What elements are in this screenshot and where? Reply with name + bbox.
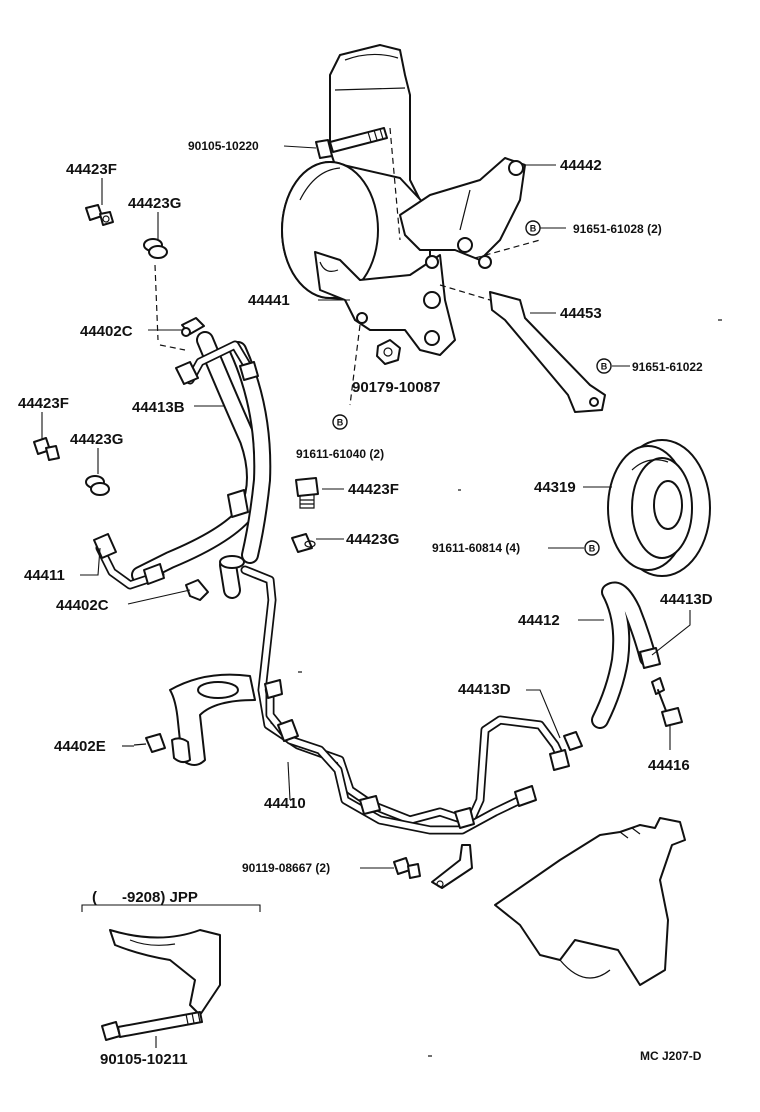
pipe-assembly-44410 bbox=[240, 565, 583, 889]
svg-text:B: B bbox=[530, 224, 537, 234]
label-44423G: 44423G bbox=[128, 195, 181, 212]
label-44423F-2: 44423F bbox=[18, 395, 69, 412]
stay-44453 bbox=[489, 291, 606, 413]
assembly-line bbox=[474, 239, 541, 259]
label-44423F-3: 44423F bbox=[348, 481, 399, 498]
bracket-44441 bbox=[314, 251, 456, 356]
label-44402E: 44402E bbox=[54, 738, 106, 755]
label-44413D: 44413D bbox=[660, 591, 713, 608]
jpp-inset bbox=[81, 904, 261, 1016]
label-44411: 44411 bbox=[24, 567, 65, 584]
label-90105-10220: 90105-10220 bbox=[188, 139, 259, 153]
bolt-90105-10211 bbox=[101, 1011, 203, 1041]
label-44413B: 44413B bbox=[132, 399, 185, 416]
label-90179-10087: 90179-10087 bbox=[352, 379, 440, 396]
short-hose bbox=[219, 555, 245, 599]
label-44441: 44441 bbox=[248, 292, 290, 309]
gasket-44423G-2 bbox=[85, 475, 110, 496]
label-91611-60814: 91611-60814 (4) bbox=[432, 541, 520, 555]
label-44442: 44442 bbox=[560, 157, 602, 174]
assembly-line bbox=[159, 344, 186, 351]
union-bolt-44423F-2 bbox=[33, 437, 60, 461]
label-91651-61022: 91651-61022 bbox=[632, 360, 703, 374]
pressure-hose-44413B bbox=[131, 331, 272, 584]
label-44416: 44416 bbox=[648, 757, 690, 774]
badge-b-icon: B bbox=[584, 540, 600, 556]
gasket-44423G bbox=[143, 238, 168, 259]
svg-text:B: B bbox=[589, 544, 596, 554]
badge-b-icon: B bbox=[332, 414, 348, 430]
union-bolt-44423F-3 bbox=[295, 477, 319, 509]
lower-hose bbox=[169, 673, 256, 766]
bolt-90105-10220 bbox=[315, 127, 388, 159]
steering-gear-housing bbox=[494, 817, 686, 986]
figure-code: MC J207-D bbox=[640, 1049, 702, 1063]
leader-lines bbox=[41, 145, 691, 1048]
pipe-bend-top bbox=[175, 340, 259, 385]
bolt-90119-08667 bbox=[393, 857, 421, 879]
badge-b-icon: B bbox=[525, 220, 541, 236]
assembly-line bbox=[154, 264, 159, 341]
label-44423F: 44423F bbox=[66, 161, 117, 178]
assembly-line bbox=[439, 284, 491, 301]
svg-text:B: B bbox=[601, 362, 608, 372]
svg-text:B: B bbox=[337, 418, 344, 428]
label-44402C: 44402C bbox=[80, 323, 133, 340]
clip-44402E bbox=[133, 733, 166, 753]
gasket-44423G-3 bbox=[291, 533, 316, 553]
label-jpp: ( -9208) JPP bbox=[92, 889, 198, 906]
label-44410: 44410 bbox=[264, 795, 306, 812]
label-91611-61040: 91611-61040 (2) bbox=[296, 447, 384, 461]
union-44416 bbox=[651, 677, 683, 727]
pump-reservoir-assembly bbox=[281, 44, 431, 301]
label-44453: 44453 bbox=[560, 305, 602, 322]
label-44423G-2: 44423G bbox=[70, 431, 123, 448]
label-44413D-2: 44413D bbox=[458, 681, 511, 698]
pulley-44319 bbox=[607, 439, 711, 577]
assembly-line bbox=[389, 127, 401, 241]
clip-44402C bbox=[181, 317, 205, 337]
label-90105-10211: 90105-10211 bbox=[100, 1051, 188, 1068]
union-bolt-44423F bbox=[85, 204, 114, 226]
badge-b-icon: B bbox=[596, 358, 612, 374]
clip-44402C-2 bbox=[185, 579, 209, 601]
label-44412: 44412 bbox=[518, 612, 560, 629]
label-44402C-2: 44402C bbox=[56, 597, 109, 614]
nut-90179-10087 bbox=[376, 339, 401, 365]
assembly-line bbox=[349, 324, 361, 406]
label-90119-08667: 90119-08667 (2) bbox=[242, 861, 330, 875]
bracket-44442 bbox=[399, 157, 526, 269]
return-hose-44412 bbox=[591, 581, 661, 729]
label-44423G-3: 44423G bbox=[346, 531, 399, 548]
label-44319: 44319 bbox=[534, 479, 576, 496]
label-91651-61028: 91651-61028 (2) bbox=[573, 222, 662, 236]
